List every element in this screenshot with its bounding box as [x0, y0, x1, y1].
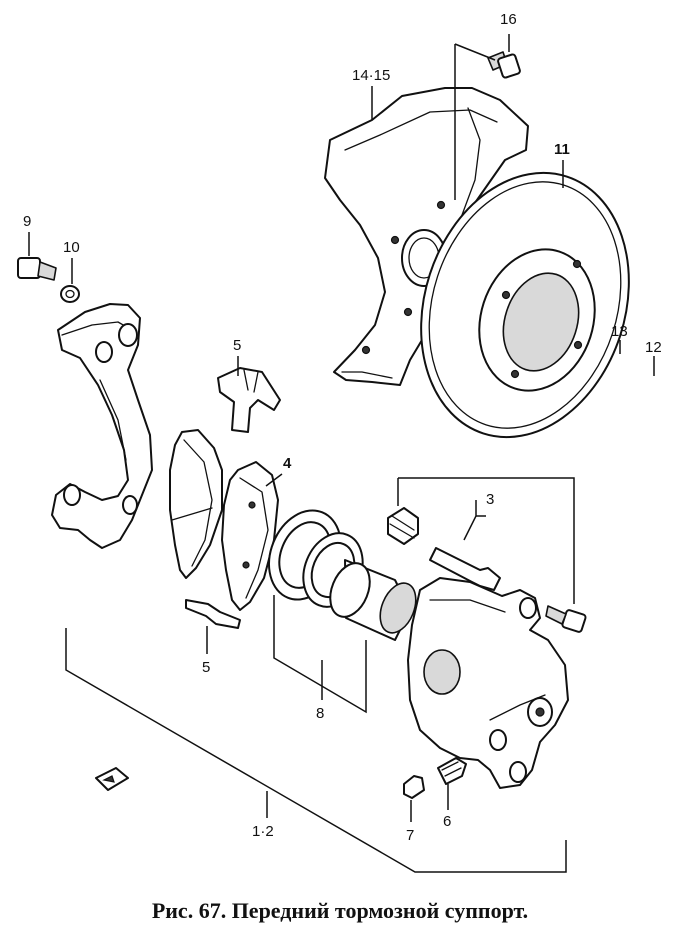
guide-pin [429, 547, 501, 591]
brake-disc-part [420, 171, 630, 439]
label-5-upper: 5 [233, 337, 241, 354]
label-11: 11 [554, 141, 570, 158]
label-6: 6 [443, 813, 451, 830]
guide-pin-bolt-3 [545, 605, 587, 633]
caliper-bracket-part [51, 303, 153, 549]
anti-rattle-spring-lower [185, 599, 241, 629]
guide-pin-boot [387, 507, 419, 545]
leader-lines [28, 34, 655, 873]
label-4: 4 [283, 455, 292, 472]
label-3: 3 [486, 491, 494, 508]
arrow-marker-icon [95, 767, 129, 791]
label-1-2: 1·2 [252, 823, 274, 840]
figure-caption: Рис. 67. Передний тормозной суппорт. [152, 898, 528, 923]
knuckle-bolt-16 [487, 51, 521, 79]
label-5-lower: 5 [202, 659, 210, 676]
bleeder-cap-7 [403, 775, 425, 799]
anti-rattle-spring-upper [217, 367, 281, 433]
label-10: 10 [63, 239, 80, 256]
label-13: 13 [611, 323, 628, 340]
label-8: 8 [316, 705, 324, 722]
label-7: 7 [406, 827, 414, 844]
bracket-bolt-9 [17, 257, 57, 281]
caliper-piston [329, 559, 417, 641]
label-9: 9 [23, 213, 31, 230]
brake-pad-outer [169, 429, 223, 579]
part-labels: 16 14·15 11 9 10 5 4 3 13 12 5 8 7 6 1·2 [23, 11, 662, 844]
brake-pad-inner [221, 461, 279, 611]
label-12: 12 [645, 339, 662, 356]
caliper-body-part [407, 577, 569, 789]
washer-10 [60, 285, 80, 303]
bleeder-screw-6 [437, 757, 467, 785]
label-16: 16 [500, 11, 517, 28]
label-14-15: 14·15 [352, 67, 390, 84]
